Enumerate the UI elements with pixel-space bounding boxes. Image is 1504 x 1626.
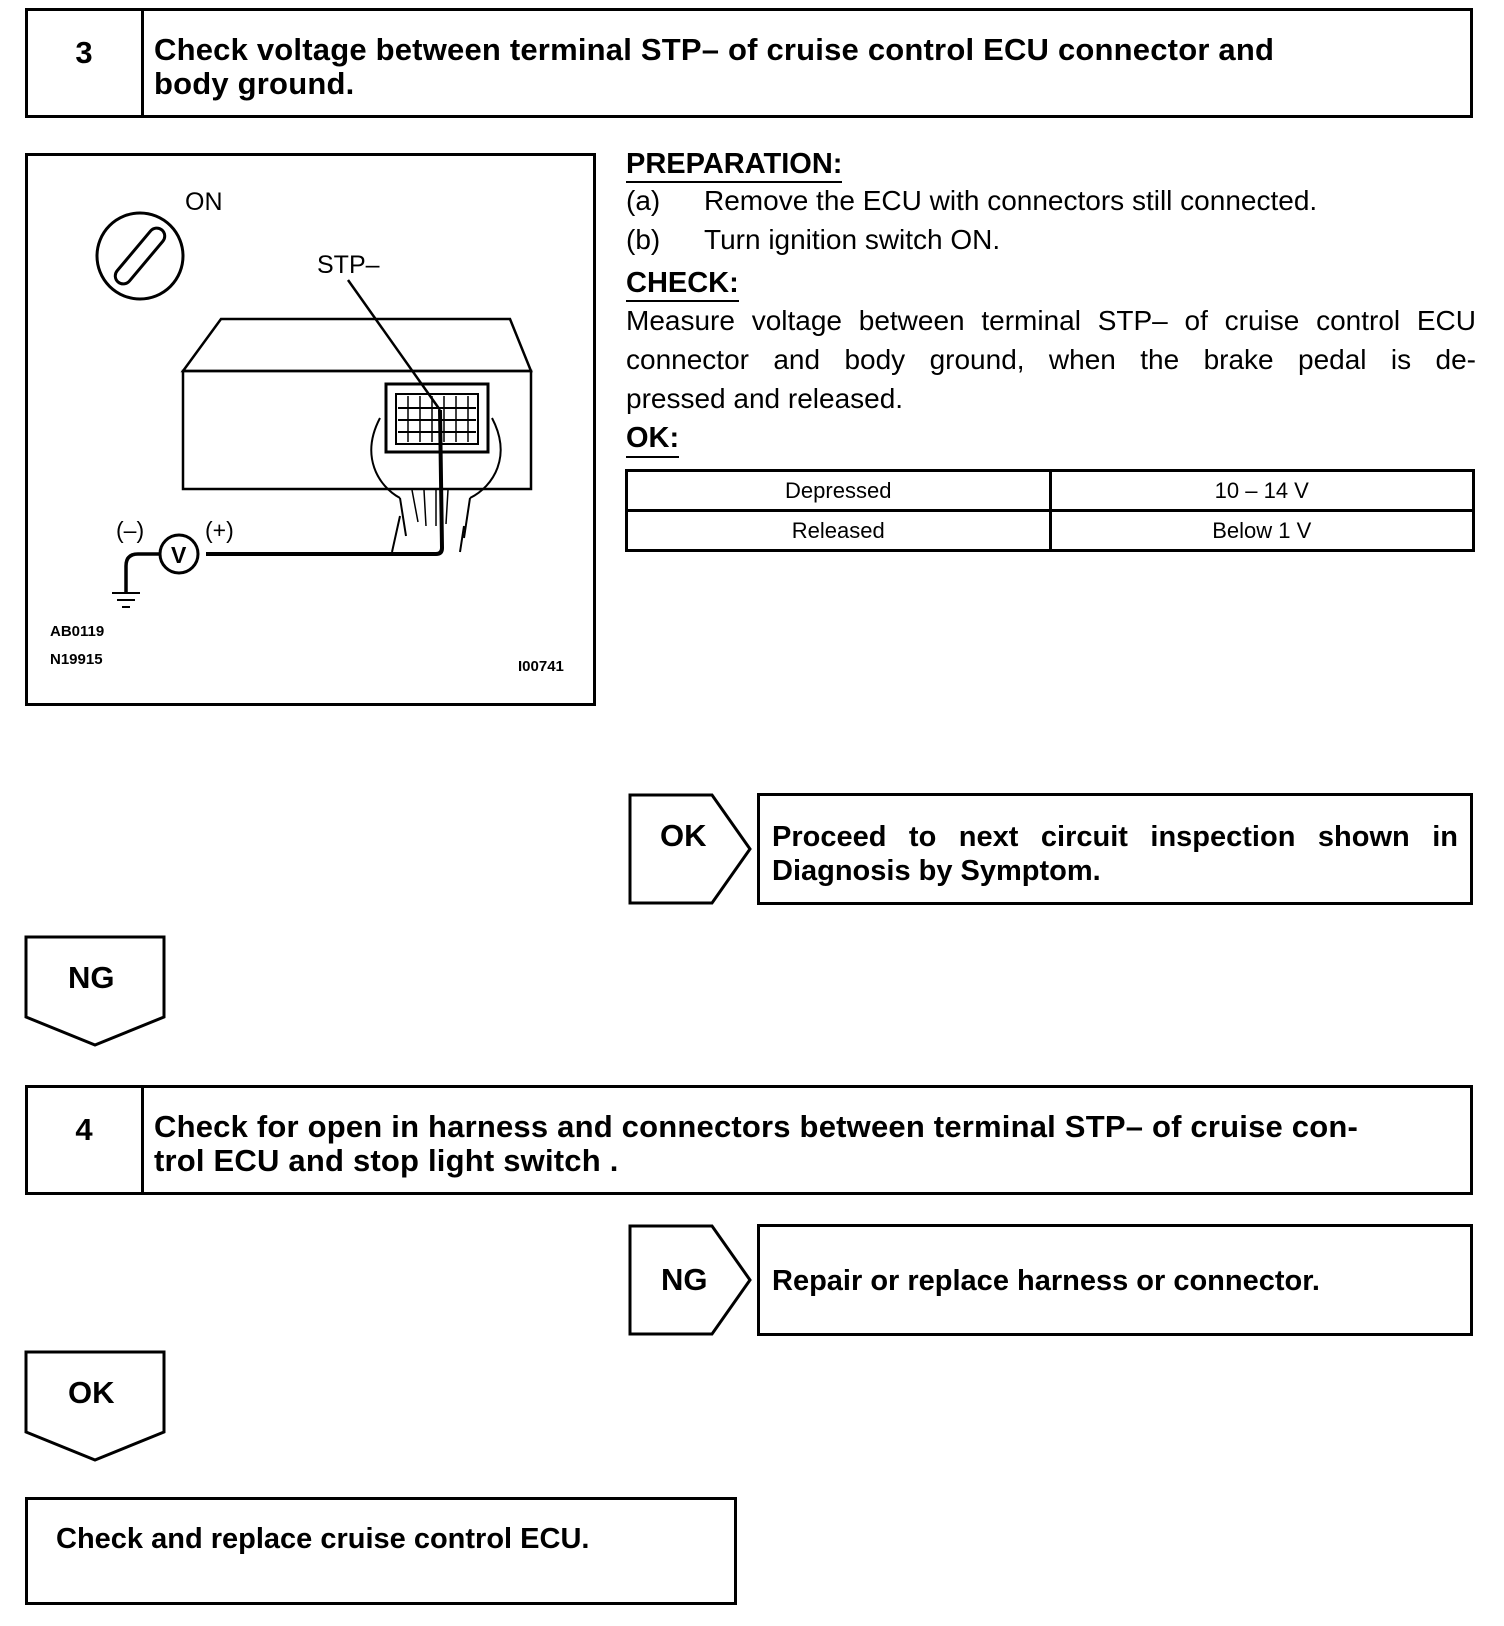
ecu-box-icon	[180, 317, 533, 553]
positive-lead-label: (+)	[205, 517, 234, 543]
ok-spec-heading: OK:	[626, 422, 680, 458]
on-label: ON	[185, 188, 223, 216]
step-3-title: Check voltage between terminal STP– of c…	[154, 33, 1464, 101]
ng-flow-tag: NG	[68, 960, 115, 995]
check-heading: CHECK:	[626, 267, 739, 302]
ng-branch-arrow-icon	[628, 1224, 752, 1336]
ng-branch-tag: NG	[661, 1262, 708, 1297]
step-4-number: 4	[75, 1112, 93, 1147]
ng-branch-result-box: Repair or replace harness or connector.	[757, 1224, 1473, 1336]
negative-lead-label: (–)	[116, 517, 144, 543]
spec-condition-cell: Depressed	[625, 469, 1052, 512]
preparation-item-a-marker: (a)	[626, 185, 661, 216]
ignition-switch-icon	[95, 211, 185, 301]
preparation-item-a-text: Remove the ECU with connectors still con…	[704, 185, 1318, 216]
step-3-number: 3	[75, 35, 93, 70]
preparation-item-b-marker: (b)	[626, 224, 661, 255]
illustration-frame: ON STP–	[25, 153, 596, 706]
table-row: Released Below 1 V	[625, 509, 1475, 552]
ok-flow-tag: OK	[68, 1375, 115, 1410]
figure-code-3: I00741	[518, 658, 564, 675]
ok-branch-arrow-icon	[628, 793, 752, 905]
voltmeter-symbol: V	[171, 542, 187, 568]
final-action-box: Check and replace cruise control ECU.	[25, 1497, 737, 1605]
ng-flow-arrow-icon	[24, 935, 166, 1047]
ok-branch-result-line-2: Diagnosis by Symptom.	[772, 855, 1101, 887]
ok-spec-table: Depressed 10 – 14 V Released Below 1 V	[625, 469, 1475, 552]
step-3-title-line-1: Check voltage between terminal STP– of c…	[154, 32, 1275, 67]
ng-branch-result-text: Repair or replace harness or connector.	[772, 1265, 1320, 1297]
step-4-title: Check for open in harness and connectors…	[154, 1110, 1470, 1178]
check-line-2: connector and body ground, when the brak…	[626, 344, 1476, 375]
step-4-title-line-1: Check for open in harness and connectors…	[154, 1109, 1359, 1144]
check-line-1: Measure voltage between terminal STP– of…	[626, 305, 1476, 336]
figure-code-2: N19915	[50, 651, 103, 668]
ecu-voltage-diagram: ON STP–	[50, 188, 564, 675]
step-3-divider	[141, 11, 144, 115]
step-3-title-line-2: body ground.	[154, 66, 355, 101]
spec-value-cell: 10 – 14 V	[1048, 469, 1475, 512]
spec-condition-cell: Released	[625, 509, 1052, 552]
step-3-header: 3 Check voltage between terminal STP– of…	[25, 8, 1473, 118]
preparation-item-b: (b) Turn ignition switch ON.	[626, 220, 1476, 259]
spec-value-cell: Below 1 V	[1048, 509, 1475, 552]
check-line-3: pressed and released.	[626, 383, 904, 414]
final-action-text: Check and replace cruise control ECU.	[56, 1523, 590, 1555]
step-4-header: 4 Check for open in harness and connecto…	[25, 1085, 1473, 1195]
figure-code-1: AB0119	[50, 623, 104, 640]
ok-branch-result-line-1: Proceed to next circuit inspection shown…	[772, 821, 1458, 853]
preparation-heading: PREPARATION:	[626, 148, 843, 183]
table-row: Depressed 10 – 14 V	[625, 469, 1475, 512]
ok-flow-arrow-icon	[24, 1350, 166, 1462]
check-section: CHECK: Measure voltage between terminal …	[626, 267, 1476, 418]
step-4-title-line-2: trol ECU and stop light switch .	[154, 1143, 619, 1178]
ok-branch-result-box: Proceed to next circuit inspection shown…	[757, 793, 1473, 905]
ground-symbol-icon	[112, 592, 140, 608]
terminal-label: STP–	[317, 251, 380, 279]
preparation-item-a: (a) Remove the ECU with connectors still …	[626, 181, 1476, 220]
preparation-item-b-text: Turn ignition switch ON.	[704, 224, 1001, 255]
step-4-divider	[141, 1088, 144, 1192]
ok-branch-tag: OK	[660, 818, 707, 853]
preparation-section: PREPARATION: (a) Remove the ECU with conn…	[626, 148, 1476, 259]
